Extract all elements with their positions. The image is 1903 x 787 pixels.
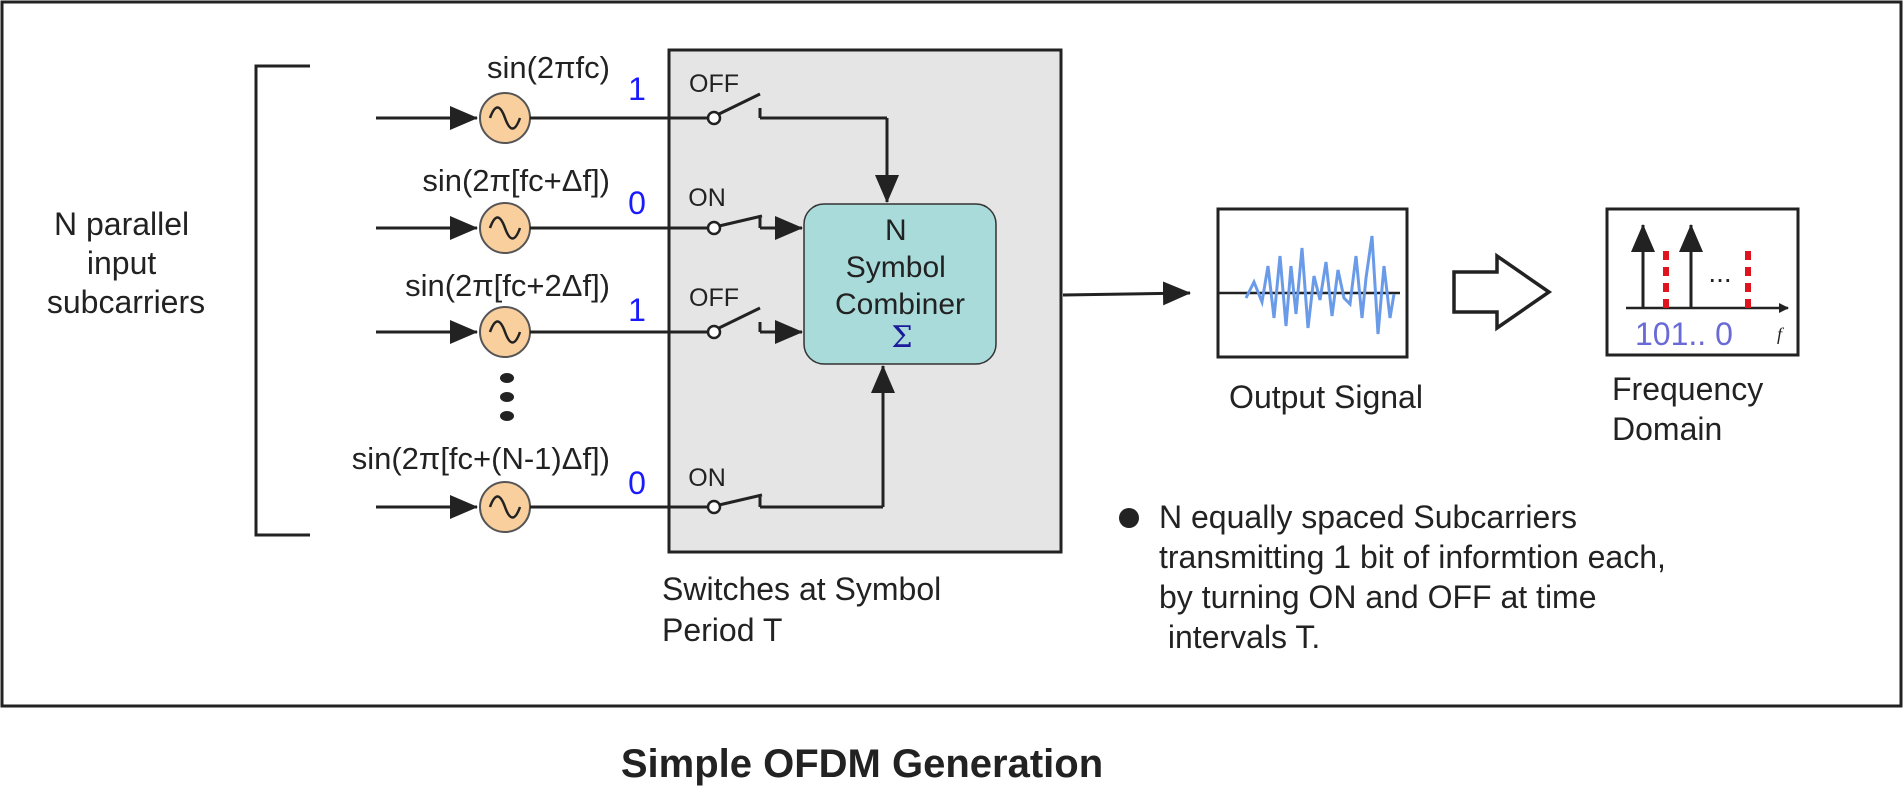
sine-oscillator-icon xyxy=(479,306,531,358)
bullet-icon xyxy=(1119,508,1139,528)
subcarrier-row: sin(2πfc) 1 OFF xyxy=(376,50,899,203)
subcarrier-formula: sin(2πfc) xyxy=(487,50,610,85)
subcarrier-row: sin(2π[fc+(N-1)Δf]) 0 ON xyxy=(352,365,895,533)
frequency-axis-label: f xyxy=(1777,324,1785,344)
switch-icon xyxy=(706,92,887,126)
symbol-combiner xyxy=(803,203,997,365)
switch-state-label: ON xyxy=(688,184,726,212)
input-label: N parallel input subcarriers xyxy=(47,206,205,320)
input-label-line2: input xyxy=(87,245,157,281)
sigma-symbol: Σ xyxy=(891,320,912,355)
bit-value: 0 xyxy=(628,465,646,501)
combiner-line1: N xyxy=(885,214,907,247)
bit-value: 1 xyxy=(628,71,646,107)
output-signal-label: Output Signal xyxy=(1229,379,1423,415)
switch-state-label: OFF xyxy=(689,284,739,312)
switch-state-label: ON xyxy=(688,464,726,492)
switches-caption-line2: Period T xyxy=(662,612,782,648)
note-line: transmitting 1 bit of informtion each, xyxy=(1159,539,1666,575)
combiner-label: N Symbol Combiner xyxy=(835,214,965,321)
spectrum-bits: 101.. 0 xyxy=(1635,316,1733,352)
subcarrier-row: sin(2π[fc+2Δf]) 1 OFF xyxy=(376,268,803,358)
switch-icon xyxy=(706,306,762,340)
sine-oscillator-icon xyxy=(479,92,531,144)
input-label-line3: subcarriers xyxy=(47,284,205,320)
switch-icon xyxy=(706,214,763,236)
waveform xyxy=(1244,235,1396,335)
frequency-label-line2: Domain xyxy=(1612,411,1722,447)
subcarrier-formula: sin(2π[fc+Δf]) xyxy=(422,163,610,198)
switches-caption: Switches at Symbol Period T xyxy=(662,571,950,648)
combiner-line2: Symbol xyxy=(846,251,946,284)
frequency-domain-label: Frequency Domain xyxy=(1612,371,1772,447)
spectrum-dots: ... xyxy=(1708,257,1731,288)
subcarrier-formula: sin(2π[fc+2Δf]) xyxy=(405,268,610,303)
sine-oscillator-icon xyxy=(479,202,531,254)
ellipsis-icon xyxy=(500,373,514,421)
note-line: N equally spaced Subcarriers xyxy=(1159,499,1577,535)
bit-value: 0 xyxy=(628,185,646,221)
sine-oscillator-icon xyxy=(479,481,531,533)
hollow-right-arrow-icon xyxy=(1452,252,1553,332)
switch-state-label: OFF xyxy=(689,70,739,98)
switches-caption-line1: Switches at Symbol xyxy=(662,571,941,607)
description-note: N equally spaced Subcarriers transmittin… xyxy=(1159,499,1666,655)
input-bracket xyxy=(254,64,310,537)
note-line: intervals T. xyxy=(1159,619,1320,655)
combiner-line3: Combiner xyxy=(835,288,965,321)
frequency-label-line1: Frequency xyxy=(1612,371,1763,407)
subcarrier-formula: sin(2π[fc+(N-1)Δf]) xyxy=(352,441,610,476)
bit-value: 1 xyxy=(628,292,646,328)
figure-caption: Simple OFDM Generation xyxy=(621,742,1103,786)
note-line: by turning ON and OFF at time xyxy=(1159,579,1597,615)
output-arrow xyxy=(1062,281,1191,306)
subcarrier-row: sin(2π[fc+Δf]) 0 ON xyxy=(376,163,803,254)
input-label-line1: N parallel xyxy=(54,206,189,242)
switch-icon xyxy=(706,493,883,515)
